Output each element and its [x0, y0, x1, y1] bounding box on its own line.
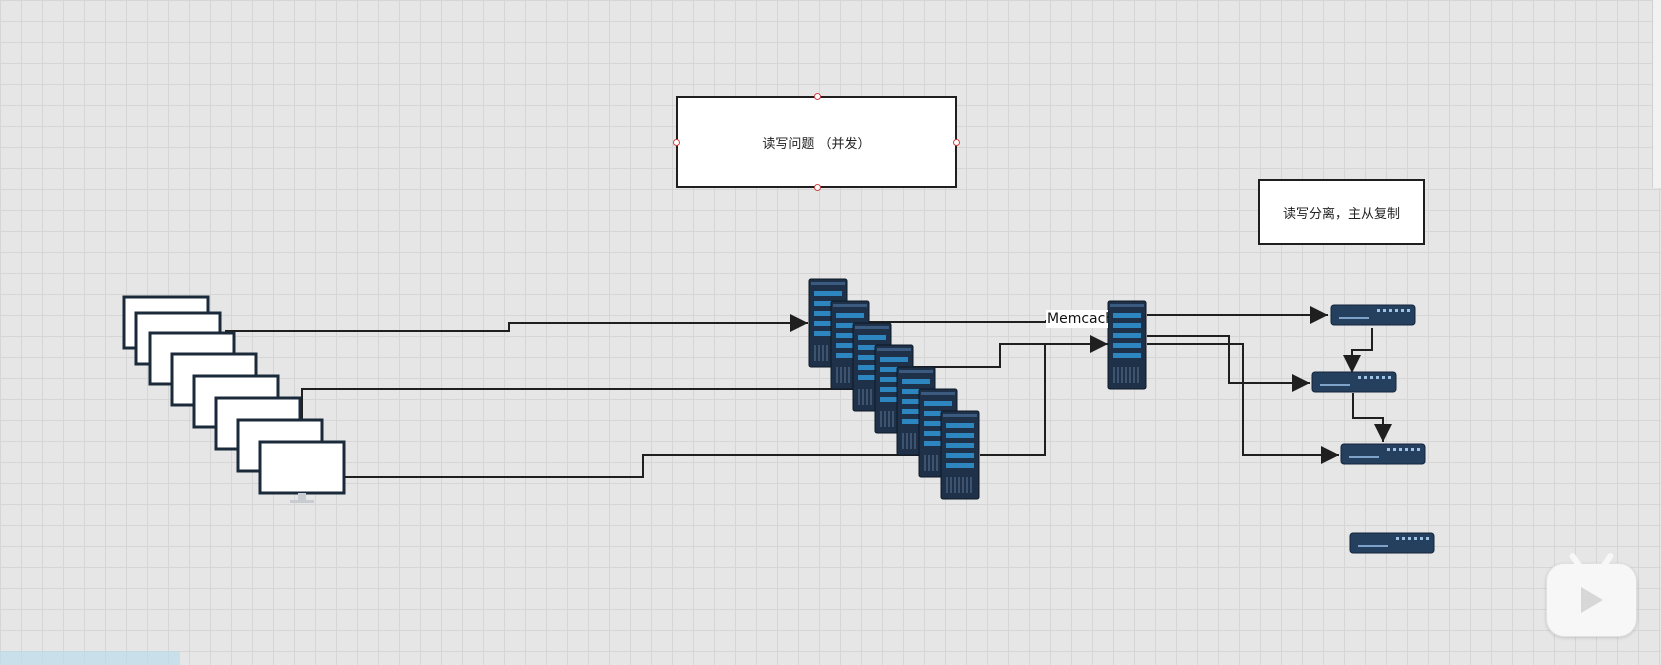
bottom-decoration: [0, 651, 180, 665]
slave-db-switch-icon: [1340, 443, 1426, 465]
scrollbar[interactable]: [1652, 0, 1661, 188]
rw-split-note-text: 读写分离，主从复制: [1282, 206, 1400, 222]
connector-cache-to-slave-db-1: [1147, 335, 1310, 392]
rw-split-note-box[interactable]: 读写分离，主从复制: [1258, 179, 1425, 245]
connector-client-to-server-2: [301, 388, 875, 441]
play-icon: [1581, 587, 1603, 613]
client-monitor-icon: [258, 440, 346, 505]
resize-handle-left[interactable]: [673, 139, 680, 146]
concurrency-note-box[interactable]: 读写问题 （并发）: [673, 93, 960, 191]
memcache-server-icon: [1107, 300, 1147, 390]
connector-web-to-memcache-2: [980, 344, 1046, 456]
resize-handle-right[interactable]: [953, 139, 960, 146]
connector-slave-1-to-slave-2: [1352, 393, 1392, 442]
client-monitor-stack: [122, 295, 346, 505]
connector-client-to-server: [225, 314, 808, 332]
connector-master-to-slave-1: [1343, 328, 1373, 373]
resize-handle-top[interactable]: [814, 93, 821, 100]
web-server-stack: [808, 278, 980, 500]
connector-web-to-memcache: [905, 335, 1108, 368]
bilibili-tv-icon[interactable]: [1546, 551, 1637, 637]
connector-cache-to-slave-db-2: [1147, 343, 1339, 464]
slave-db-switch-icon: [1311, 371, 1397, 393]
memcache-label: Memcache: [1046, 310, 1108, 328]
standby-db-switch-icon: [1349, 532, 1435, 554]
concurrency-note-text: 读写问题 （并发）: [762, 136, 871, 152]
connector-client-to-server-3: [343, 454, 920, 478]
server-tower-icon: [940, 410, 980, 500]
resize-handle-bottom[interactable]: [814, 184, 821, 191]
master-db-switch-icon: [1330, 304, 1416, 326]
